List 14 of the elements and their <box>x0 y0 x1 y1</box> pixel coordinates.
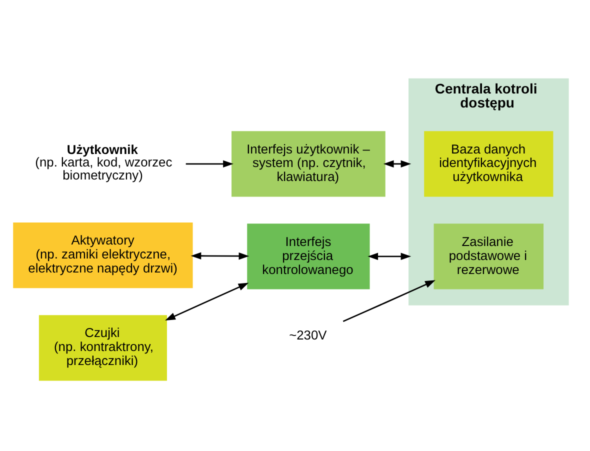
node-box: Baza danych identyfikacyjnych użytkownika <box>424 131 554 197</box>
arrow <box>190 252 250 260</box>
node-box: Zasilanie podstawowe i rezerwowe <box>434 224 544 290</box>
arrow <box>165 282 249 320</box>
node-box: Interfejs użytkownik – system (np. czytnik, klawiatura) <box>232 131 386 197</box>
node-text: ~230V <box>289 327 327 342</box>
node-box: Aktywatory (np. zamiki elektryczne, elektryczne napędy drzwi) <box>13 222 193 288</box>
node-box: Czujki (np. kontraktrony, przełączniki) <box>38 315 167 381</box>
node-box: Interfejs przejścia kontrolowanego <box>247 224 370 290</box>
node-text: Użytkownik (np. karta, kod, wzorzec biometryczny) <box>35 142 172 183</box>
arrow <box>186 160 234 168</box>
arrow <box>383 160 412 168</box>
arrow <box>342 280 436 322</box>
arrow <box>368 252 412 260</box>
